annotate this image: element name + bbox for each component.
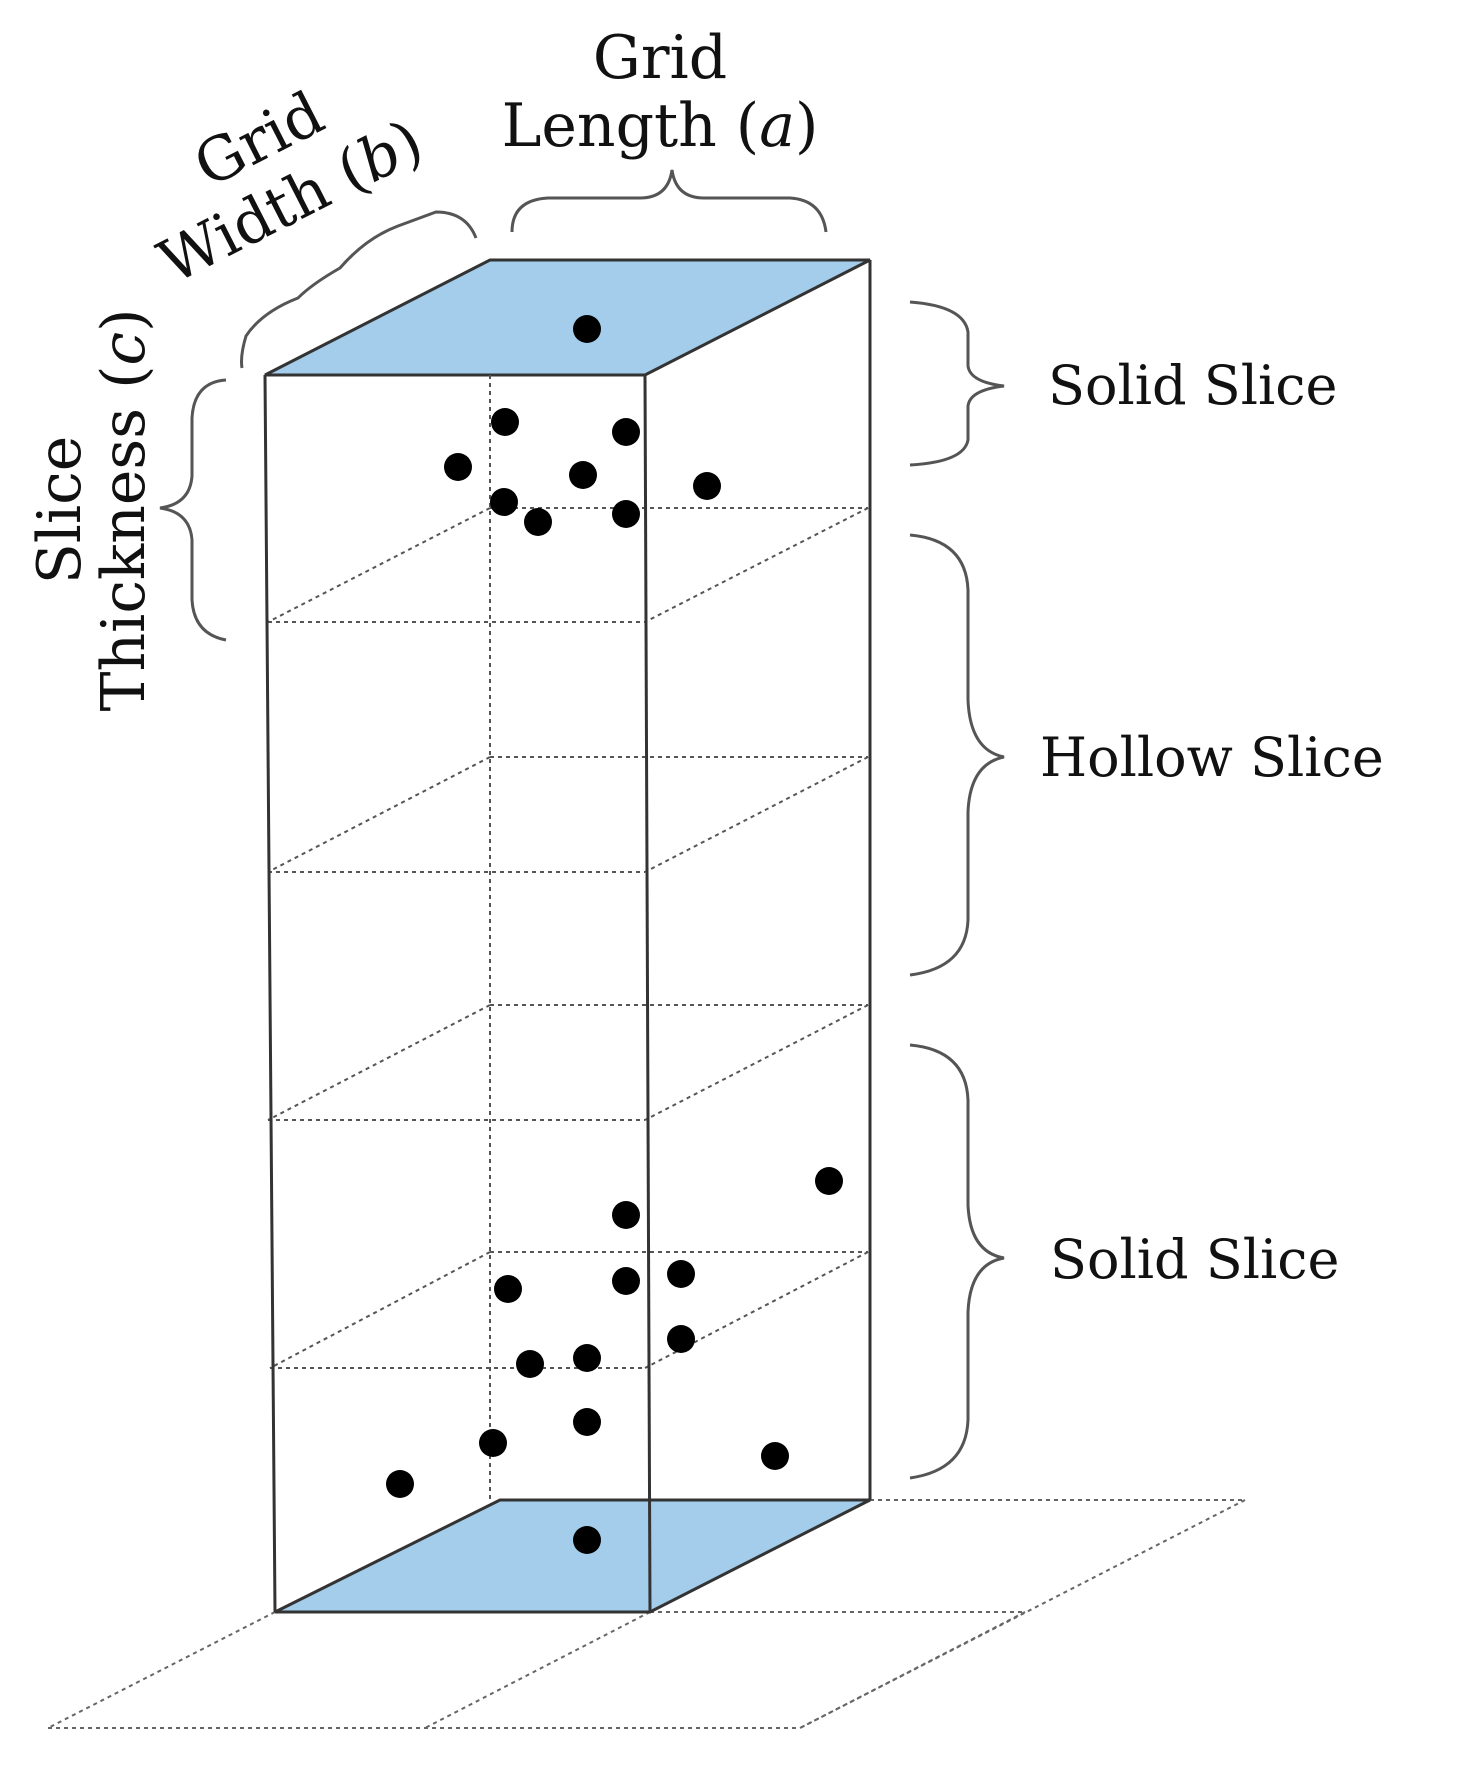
bottom-face xyxy=(274,1498,871,1614)
grid-width-brace xyxy=(240,210,478,369)
particle xyxy=(524,508,552,536)
hollow-slice-brace xyxy=(909,533,1005,977)
particle xyxy=(516,1350,544,1378)
slice-thickness-brace xyxy=(159,378,227,642)
particle xyxy=(667,1325,695,1353)
particle xyxy=(573,1408,601,1436)
solid-slice-bottom-label: Solid Slice xyxy=(1050,1228,1340,1291)
particle xyxy=(479,1429,507,1457)
solid-slice-top-brace xyxy=(909,300,1005,467)
particles xyxy=(386,315,843,1554)
particle xyxy=(569,461,597,489)
top-face xyxy=(264,258,871,377)
particle xyxy=(612,1267,640,1295)
grid-length-label-line2: Length (a) xyxy=(502,91,819,161)
solid-slice-top-label: Solid Slice xyxy=(1048,354,1338,417)
particle xyxy=(761,1442,789,1470)
slice-thickness-label-group: Slice Thickness (c) xyxy=(25,308,159,711)
particle xyxy=(444,453,472,481)
particle xyxy=(491,408,519,436)
grid-length-brace xyxy=(510,169,828,233)
particle xyxy=(693,472,721,500)
particle xyxy=(573,1344,601,1372)
solid-slice-bottom-brace xyxy=(909,1043,1005,1480)
particle xyxy=(612,500,640,528)
particle xyxy=(573,315,601,343)
particle xyxy=(573,1526,601,1554)
slice-thickness-label-line2: Thickness (c) xyxy=(89,308,159,711)
slice-thickness-label: Slice xyxy=(25,436,95,585)
ground-grid xyxy=(47,1499,1246,1729)
particle xyxy=(494,1275,522,1303)
slice-planes xyxy=(267,507,869,1369)
particle xyxy=(490,488,518,516)
hollow-slice-label: Hollow Slice xyxy=(1040,726,1384,789)
box-edges xyxy=(263,260,872,1613)
particle xyxy=(612,1201,640,1229)
particle xyxy=(667,1260,695,1288)
grid-width-label-group: Grid Width (b) xyxy=(148,78,434,298)
braces xyxy=(159,169,1005,1480)
grid-length-label: Grid xyxy=(593,23,727,93)
particle xyxy=(386,1470,414,1498)
particle xyxy=(815,1167,843,1195)
particle xyxy=(612,418,640,446)
